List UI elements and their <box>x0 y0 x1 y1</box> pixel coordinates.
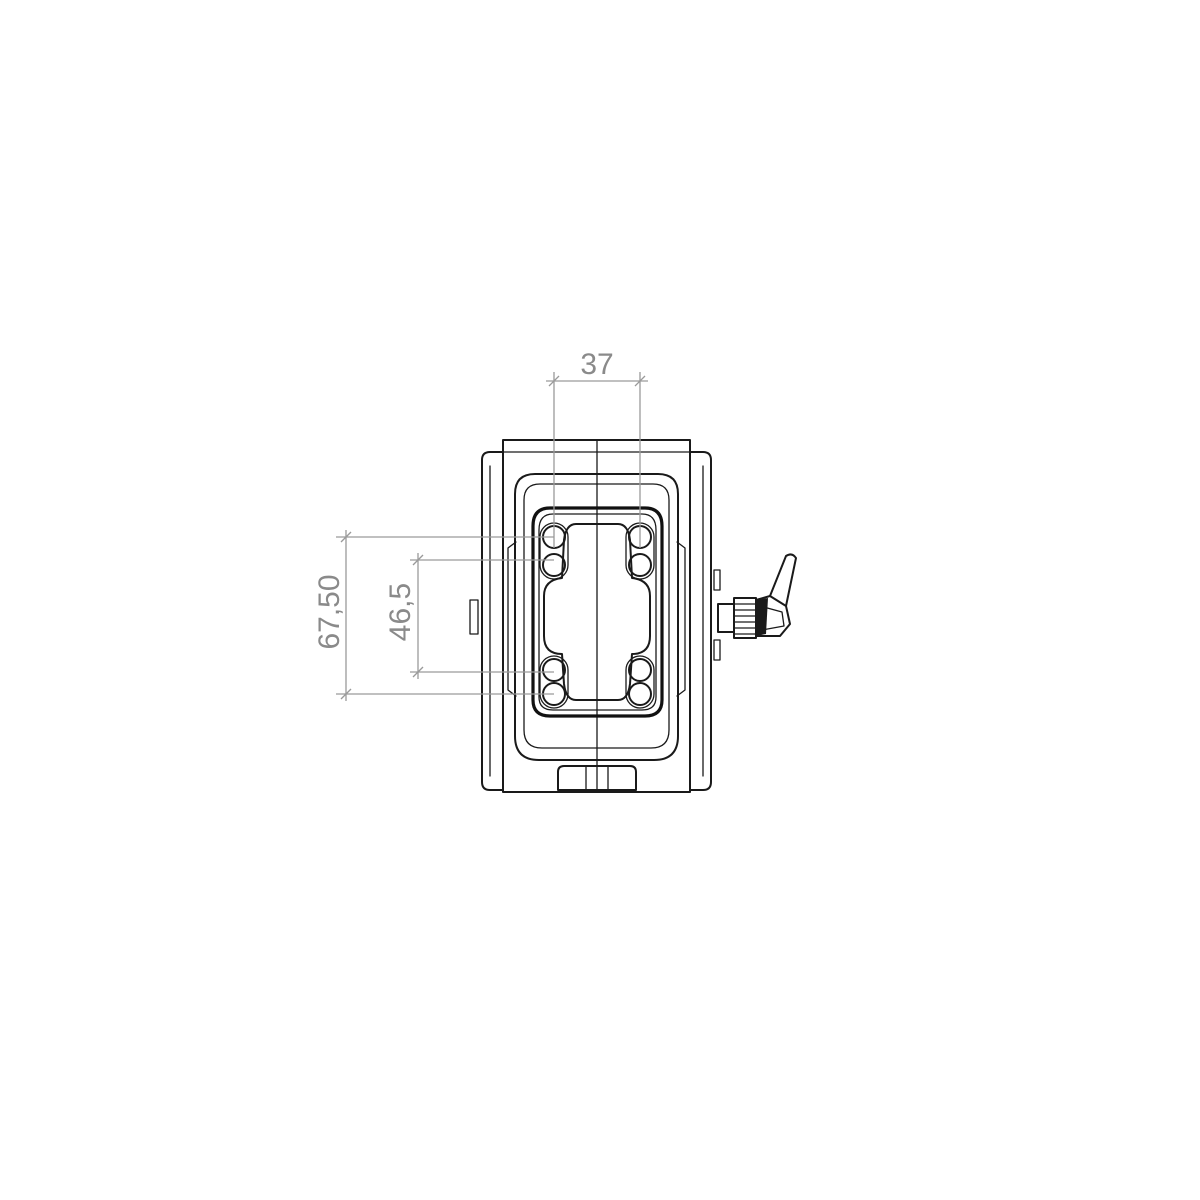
knob-knurl <box>733 597 757 639</box>
dimension-horizontal: 37 <box>546 348 648 548</box>
dimension-vertical-outer: 67,50 <box>313 530 554 701</box>
dimension-label-67-50: 67,50 <box>313 574 346 649</box>
dimension-label-46-5: 46,5 <box>384 583 417 641</box>
clamp-knob <box>717 553 797 639</box>
dimension-vertical-inner: 46,5 <box>384 553 554 679</box>
housing-body <box>469 439 721 793</box>
wing-handle <box>755 553 797 637</box>
mounting-hole-bottom-right <box>625 655 655 709</box>
dimension-label-37: 37 <box>580 348 613 381</box>
bottom-latch <box>557 765 637 791</box>
